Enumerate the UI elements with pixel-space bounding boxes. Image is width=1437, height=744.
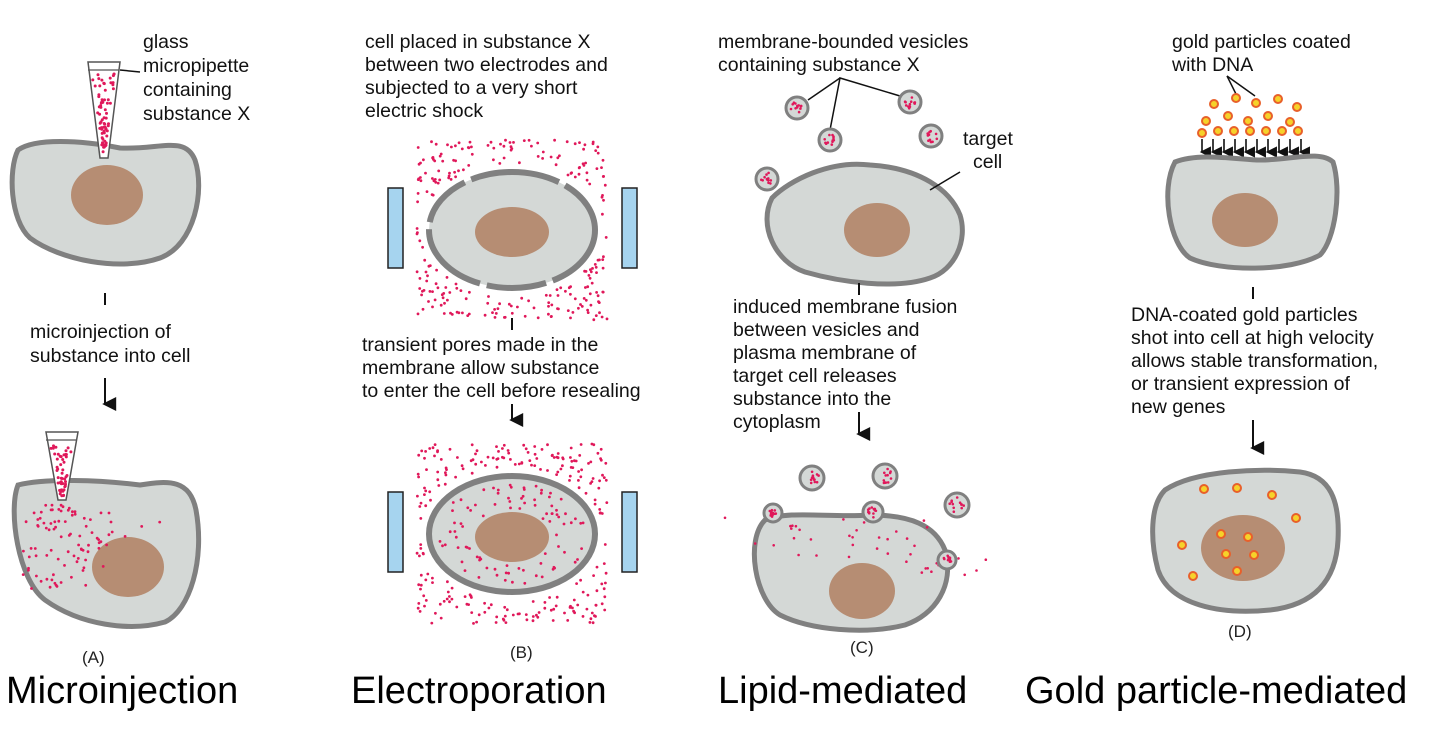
particle-velocity-arrows xyxy=(1199,139,1310,158)
top-text-c-2: containing substance X xyxy=(718,54,920,76)
vesicle xyxy=(936,549,958,571)
step-text-c-2: between vesicles and xyxy=(733,319,919,341)
internalized-substance-dots xyxy=(438,483,585,585)
vesicle xyxy=(798,464,826,492)
step-text-c-6: cytoplasm xyxy=(733,411,821,433)
nucleus xyxy=(844,203,910,257)
substance-x-dots xyxy=(415,442,609,625)
vesicle xyxy=(897,89,923,115)
top-text-b-1: cell placed in substance X xyxy=(365,31,590,53)
cell-with-pores xyxy=(426,169,598,291)
panel-c-lipid-mediated: membrane-bounded vesicles containing sub… xyxy=(718,31,1013,657)
step-text-a-2: substance into cell xyxy=(30,345,190,367)
step-text-c-1: induced membrane fusion xyxy=(733,296,957,318)
injected-substance-dots xyxy=(21,503,162,590)
pipette-substance-dots xyxy=(49,444,73,498)
nucleus xyxy=(92,537,164,597)
caption-electroporation: Electroporation xyxy=(351,670,607,712)
label-micropipette: micropipette xyxy=(143,55,249,77)
step-text-a-1: microinjection of xyxy=(30,321,171,343)
step-text-b-1: transient pores made in the xyxy=(362,334,598,356)
top-text-c-1: membrane-bounded vesicles xyxy=(718,31,969,53)
panel-a-microinjection: glass micropipette containing substance … xyxy=(9,31,250,667)
vesicle xyxy=(784,95,810,121)
top-text-d-1: gold particles coated xyxy=(1172,31,1351,53)
cell-bottom-a xyxy=(11,478,202,629)
step-text-d-2: shot into cell at high velocity xyxy=(1131,327,1374,349)
dna-coated-gold-particles xyxy=(1197,93,1303,138)
pipette-substance-dots xyxy=(91,72,116,154)
fused-cell xyxy=(723,512,988,633)
electrode-right xyxy=(621,187,638,269)
vesicles xyxy=(762,462,971,571)
electrode-right xyxy=(621,491,638,573)
label-target: target xyxy=(963,128,1013,150)
top-text-b-4: electric shock xyxy=(365,100,483,122)
step-text-d-3: allows stable transformation, xyxy=(1131,350,1378,372)
vesicle xyxy=(943,491,971,519)
top-text-b-3: subjected to a very short xyxy=(365,77,578,99)
pointer-line xyxy=(1226,75,1256,97)
top-text-d-2: with DNA xyxy=(1171,54,1253,76)
caption-gold-particle-mediated: Gold particle-mediated xyxy=(1025,670,1408,712)
electrode-left xyxy=(387,491,404,573)
pointer-line xyxy=(929,171,961,191)
nucleus xyxy=(1201,515,1285,581)
nucleus xyxy=(475,512,549,562)
step-text-c-3: plasma membrane of xyxy=(733,342,917,364)
step-text-c-4: target cell releases xyxy=(733,365,897,387)
panel-d-gold-particle: gold particles coated with DNA DNA-coate… xyxy=(1131,31,1378,641)
step-text-d-5: new genes xyxy=(1131,396,1226,418)
transformed-cell xyxy=(1150,467,1341,614)
label-glass: glass xyxy=(143,31,189,53)
nucleus xyxy=(829,563,895,619)
cell-top-a xyxy=(9,139,202,267)
vesicle xyxy=(754,166,780,192)
label-containing: containing xyxy=(143,79,232,101)
label-substance-x: substance X xyxy=(143,103,250,125)
pointer-line xyxy=(807,77,841,101)
caption-lipid-mediated: Lipid-mediated xyxy=(718,670,968,712)
panel-label-c: (C) xyxy=(850,638,874,657)
micropipette-bottom xyxy=(45,431,79,501)
cell-top-d xyxy=(1165,153,1340,271)
vesicles xyxy=(754,89,944,192)
panel-b-electroporation: cell placed in substance X between two e… xyxy=(362,31,641,662)
electrode-left xyxy=(387,187,404,269)
pointer-line xyxy=(1226,75,1237,95)
vesicle xyxy=(861,500,885,524)
vesicle xyxy=(918,123,944,149)
label-cell: cell xyxy=(973,151,1002,173)
panel-label-a: (A) xyxy=(82,648,105,667)
step-text-b-2: membrane allow substance xyxy=(362,357,599,379)
pointer-line xyxy=(829,77,901,131)
step-text-d-4: or transient expression of xyxy=(1131,373,1351,395)
panel-label-d: (D) xyxy=(1228,622,1252,641)
step-text-c-5: substance into the xyxy=(733,388,891,410)
micropipette-top xyxy=(87,61,121,159)
substance-x-dots xyxy=(415,138,609,322)
nucleus xyxy=(475,207,549,257)
panel-label-b: (B) xyxy=(510,643,533,662)
target-cell xyxy=(764,161,965,287)
top-text-b-2: between two electrodes and xyxy=(365,54,608,76)
internalized-gold-particles xyxy=(1177,483,1301,581)
step-text-b-3: to enter the cell before resealing xyxy=(362,380,641,402)
step-text-d-1: DNA-coated gold particles xyxy=(1131,304,1358,326)
vesicle xyxy=(762,502,784,524)
vesicle xyxy=(871,462,899,490)
nucleus xyxy=(1212,193,1278,247)
caption-microinjection: Microinjection xyxy=(6,670,239,712)
resealed-cell xyxy=(426,473,598,595)
nucleus xyxy=(71,165,143,225)
vesicle xyxy=(817,127,843,153)
